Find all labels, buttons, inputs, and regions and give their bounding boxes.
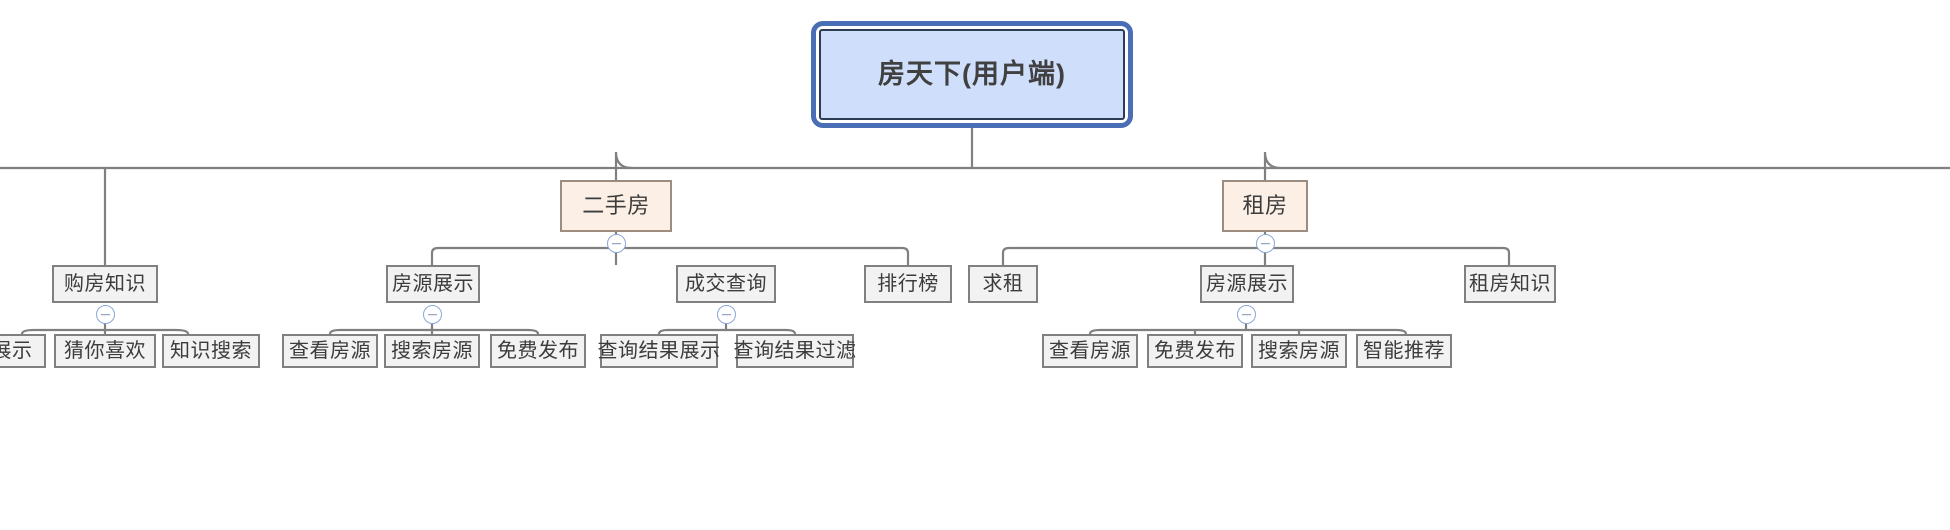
- leaf-sousuofangyuan-zufang-label: 搜索房源: [1258, 340, 1340, 362]
- node-qiuzu[interactable]: 求租: [968, 265, 1038, 303]
- node-fangyuanzhanshi-zufang-label: 房源展示: [1206, 273, 1288, 295]
- leaf-zhinengtuijian[interactable]: 智能推荐: [1356, 334, 1452, 368]
- edge-ershoufang-bus: [430, 246, 910, 265]
- node-zufang-label: 租房: [1242, 193, 1288, 218]
- collapse-toggle-fangyuanzhanshi-ershoufang[interactable]: [423, 305, 442, 324]
- edge-bus-to-ershoufang: [614, 151, 633, 180]
- leaf-mianfeifabu-zufang[interactable]: 免费发布: [1147, 334, 1243, 368]
- leaf-chakanfangyuan-zufang-label: 查看房源: [1049, 340, 1131, 362]
- edge-bus-to-zufang: [1263, 151, 1282, 180]
- leaf-sousuofangyuan-ershoufang[interactable]: 搜索房源: [384, 334, 480, 368]
- leaf-zhanshi[interactable]: 展示: [0, 334, 46, 368]
- node-qiuzu-label: 求租: [982, 273, 1024, 295]
- leaf-zhishisousuo[interactable]: 知识搜索: [162, 334, 260, 368]
- leaf-mianfeifabu-ershoufang[interactable]: 免费发布: [490, 334, 586, 368]
- leaf-chaxunjieguozhanshi[interactable]: 查询结果展示: [597, 334, 721, 368]
- node-zufang[interactable]: 租房: [1222, 180, 1308, 232]
- node-ershoufang-label: 二手房: [582, 193, 650, 218]
- node-goufangzhishi-label: 购房知识: [64, 273, 146, 295]
- leaf-cainixihuan-label: 猜你喜欢: [64, 340, 146, 362]
- root-node[interactable]: 房天下(用户端): [819, 29, 1125, 120]
- leaf-chaxunjieguoguolv[interactable]: 查询结果过滤: [733, 334, 857, 368]
- node-chengjiaochaxun[interactable]: 成交查询: [676, 265, 776, 303]
- leaf-mianfeifabu-zufang-label: 免费发布: [1154, 340, 1236, 362]
- collapse-toggle-ershoufang[interactable]: [607, 234, 626, 253]
- leaf-sousuofangyuan-ershoufang-label: 搜索房源: [391, 340, 473, 362]
- collapse-toggle-zufang[interactable]: [1256, 234, 1275, 253]
- leaf-zhanshi-label: 展示: [0, 340, 33, 362]
- leaf-chakanfangyuan-ershoufang[interactable]: 查看房源: [282, 334, 378, 368]
- edge-zufang-bus: [1001, 246, 1511, 265]
- node-fangyuanzhanshi-zufang[interactable]: 房源展示: [1200, 265, 1294, 303]
- leaf-chaxunjieguoguolv-label: 查询结果过滤: [733, 340, 857, 362]
- node-fangyuanzhanshi-ershoufang-label: 房源展示: [392, 273, 474, 295]
- leaf-cainixihuan[interactable]: 猜你喜欢: [54, 334, 156, 368]
- node-zufangzhishi-label: 租房知识: [1469, 273, 1551, 295]
- leaf-chaxunjieguozhanshi-label: 查询结果展示: [597, 340, 721, 362]
- leaf-mianfeifabu-ershoufang-label: 免费发布: [497, 340, 579, 362]
- node-goufangzhishi[interactable]: 购房知识: [52, 265, 158, 303]
- node-zufangzhishi[interactable]: 租房知识: [1464, 265, 1556, 303]
- node-ershoufang[interactable]: 二手房: [560, 180, 672, 232]
- node-chengjiaochaxun-label: 成交查询: [685, 273, 767, 295]
- node-fangyuanzhanshi-ershoufang[interactable]: 房源展示: [386, 265, 480, 303]
- root-node-label: 房天下(用户端): [878, 59, 1066, 89]
- leaf-chakanfangyuan-ershoufang-label: 查看房源: [289, 340, 371, 362]
- collapse-toggle-chengjiaochaxun[interactable]: [717, 305, 736, 324]
- leaf-sousuofangyuan-zufang[interactable]: 搜索房源: [1251, 334, 1347, 368]
- leaf-chakanfangyuan-zufang[interactable]: 查看房源: [1042, 334, 1138, 368]
- leaf-zhishisousuo-label: 知识搜索: [170, 340, 252, 362]
- node-paihangbang-label: 排行榜: [877, 273, 939, 295]
- collapse-toggle-goufangzhishi[interactable]: [96, 305, 115, 324]
- leaf-zhinengtuijian-label: 智能推荐: [1363, 340, 1445, 362]
- collapse-toggle-fangyuanzhanshi-zufang[interactable]: [1237, 305, 1256, 324]
- node-paihangbang[interactable]: 排行榜: [864, 265, 952, 303]
